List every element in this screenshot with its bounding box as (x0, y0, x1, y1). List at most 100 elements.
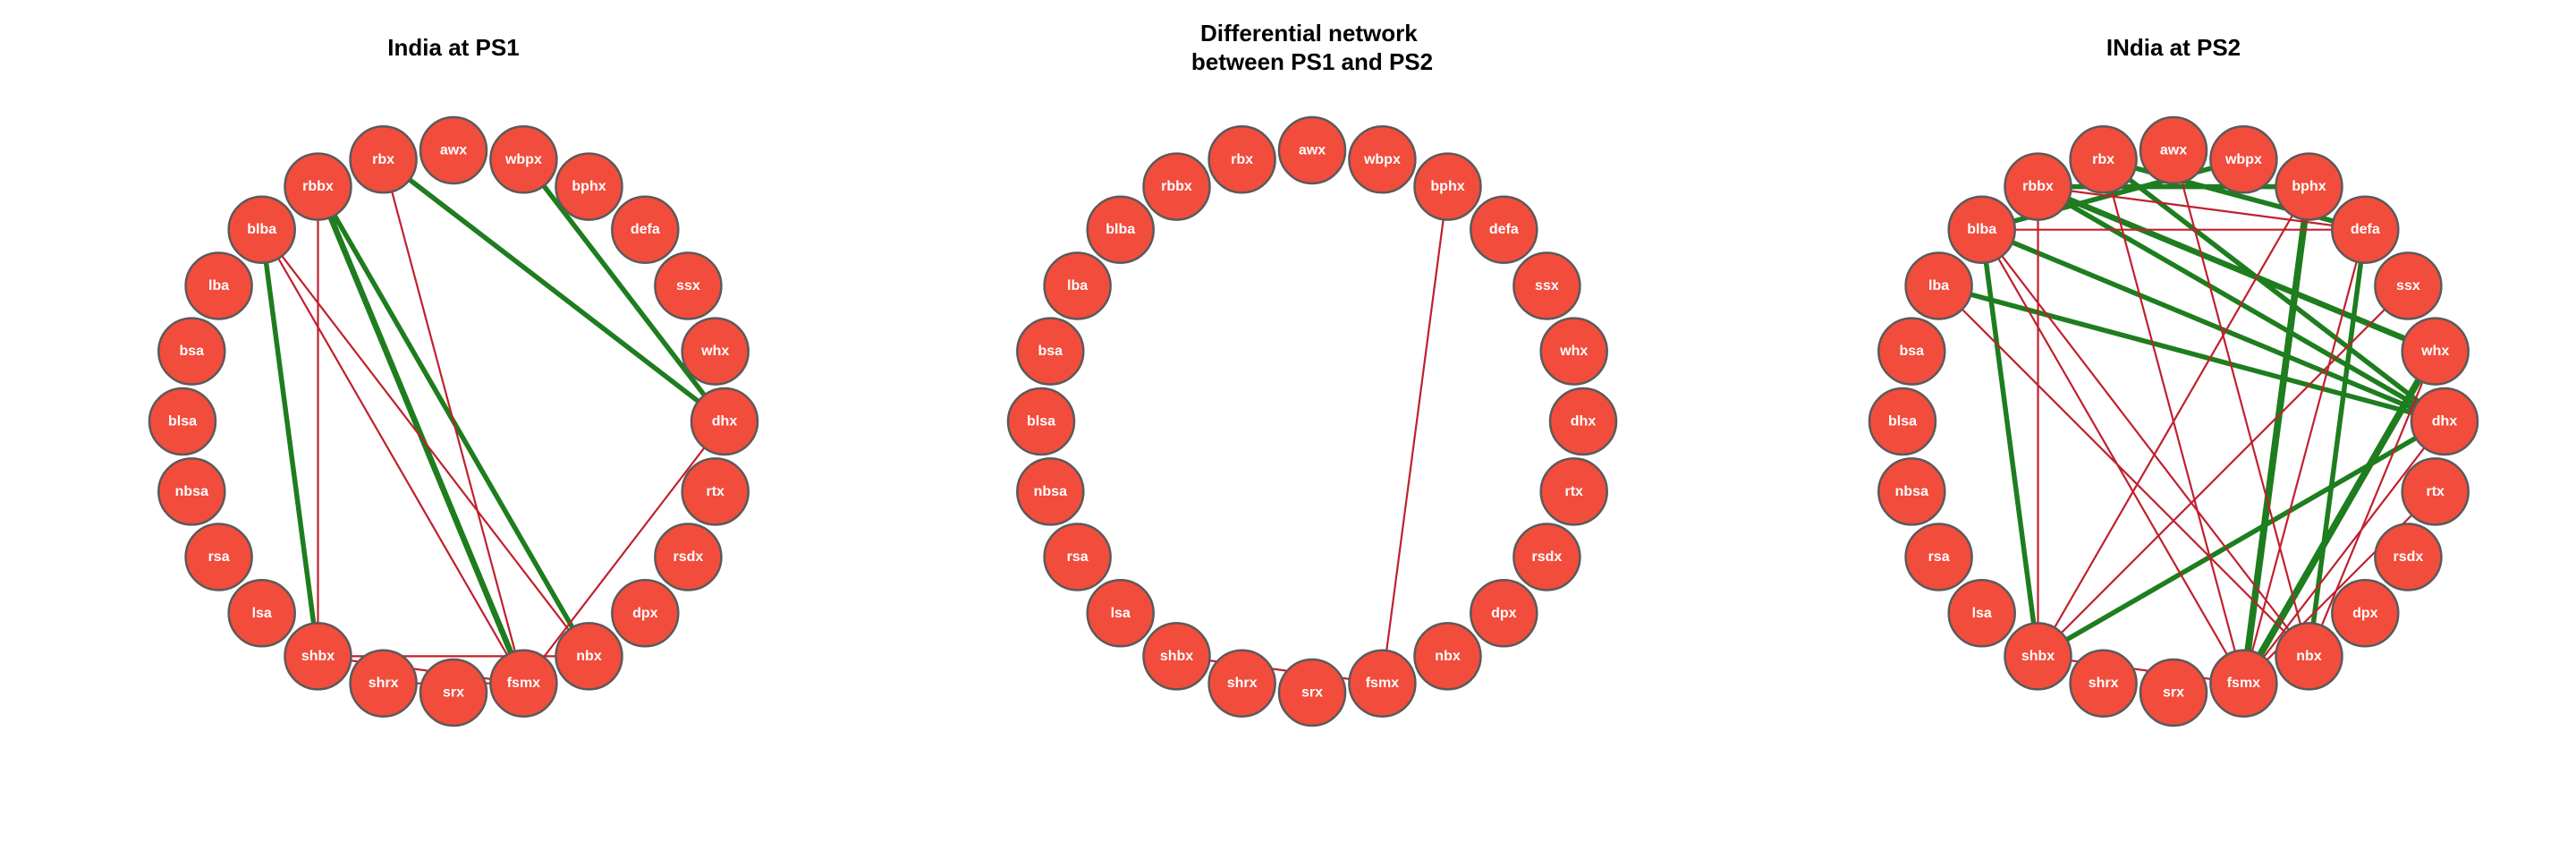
node-circle (2139, 658, 2208, 727)
node-shrx: shrx (1208, 649, 1276, 718)
node-circle (1947, 579, 2016, 648)
node-circle (1904, 523, 1973, 591)
node-label: bphx (572, 179, 606, 194)
node-srx: srx (419, 658, 488, 727)
node-fsmx: fsmx (1348, 649, 1417, 718)
node-awx: awx (419, 115, 488, 185)
node-lsa: lsa (227, 579, 296, 648)
node-rbx: rbx (349, 125, 418, 194)
node-rbbx: rbbx (284, 152, 352, 221)
node-srx: srx (2139, 658, 2208, 727)
node-circle (1208, 649, 1276, 718)
node-bphx: bphx (1413, 152, 1482, 221)
node-circle (284, 152, 352, 221)
node-circle (611, 579, 680, 648)
node-circle (1086, 195, 1155, 264)
edge-blba-nbx (260, 228, 590, 658)
node-nbsa: nbsa (1877, 457, 1946, 526)
node-label: lba (208, 278, 229, 293)
node-circle (2004, 622, 2072, 691)
node-circle (681, 457, 750, 526)
node-ssx: ssx (654, 251, 723, 320)
node-label: rsdx (674, 549, 704, 565)
node-rsa: rsa (1043, 523, 1112, 591)
node-bphx: bphx (2275, 152, 2343, 221)
node-label: shbx (1160, 649, 1193, 664)
node-circle (2410, 387, 2479, 456)
node-shrx: shrx (2069, 649, 2138, 718)
node-label: bsa (1900, 344, 1925, 359)
node-wbpx: wbpx (1348, 125, 1417, 194)
node-circle (1348, 649, 1417, 718)
node-label: srx (443, 685, 464, 701)
edge-lba-nbx (1937, 285, 2310, 658)
node-label: blsa (1027, 414, 1055, 430)
node-label: bphx (2292, 179, 2326, 194)
node-circle (1877, 457, 1946, 526)
node-circle (2004, 152, 2072, 221)
node-circle (2069, 649, 2138, 718)
node-nbx: nbx (555, 622, 623, 691)
node-circle (1006, 387, 1076, 456)
node-bphx: bphx (555, 152, 623, 221)
node-label: rbx (1231, 152, 1253, 167)
edge-lba-dhx (1936, 283, 2447, 424)
node-circle (654, 523, 723, 591)
edge-bphx-shbx (2037, 185, 2310, 658)
node-label: lsa (1972, 606, 1992, 621)
node-label: defa (1489, 222, 1519, 237)
node-srx: srx (1277, 658, 1347, 727)
node-whx: whx (2401, 317, 2470, 386)
edge-blba-fsmx (260, 228, 525, 685)
node-rtx: rtx (681, 457, 750, 526)
node-label: rbbx (1161, 179, 1192, 194)
node-label: rtx (706, 484, 724, 499)
node-circle (419, 658, 488, 727)
edge-blba-dhx (1979, 226, 2447, 424)
node-circle (1142, 152, 1211, 221)
node-label: dpx (632, 606, 658, 621)
node-circle (690, 387, 759, 456)
edge-whx-fsmx (2240, 347, 2439, 687)
node-label: awx (440, 143, 467, 158)
node-circle (1086, 579, 1155, 648)
node-bsa: bsa (1016, 317, 1085, 386)
edge-rbx-dhx (380, 157, 727, 424)
node-label: rbbx (2022, 179, 2054, 194)
node-circle (1513, 523, 1581, 591)
edge-shbx-fsmx (317, 655, 525, 685)
node-circle (1277, 658, 1347, 727)
edge-blba-fsmx (1980, 228, 2245, 685)
node-whx: whx (681, 317, 750, 386)
node-label: whx (700, 344, 729, 359)
node-circle (1043, 523, 1112, 591)
node-circle (2275, 152, 2343, 221)
node-ssx: ssx (2374, 251, 2443, 320)
node-circle (1513, 251, 1581, 320)
panel-differential-network: Differential network between PS1 and PS2… (1006, 20, 1618, 727)
node-label: blba (1967, 222, 1996, 237)
node-label: rbx (2092, 152, 2114, 167)
panel-title: INdia at PS2 (2106, 34, 2241, 61)
node-circle (227, 579, 296, 648)
node-circle (1877, 317, 1946, 386)
node-label: nbsa (1034, 484, 1067, 499)
node-label: shbx (301, 649, 335, 664)
node-circle (489, 125, 558, 194)
node-wbpx: wbpx (489, 125, 558, 194)
node-blsa: blsa (1006, 387, 1076, 456)
node-dhx: dhx (2410, 387, 2479, 456)
node-circle (284, 622, 352, 691)
panel-title-line-1: Differential network (1200, 20, 1418, 47)
node-blsa: blsa (148, 387, 217, 456)
node-circle (2275, 622, 2343, 691)
node-label: dhx (2432, 414, 2458, 430)
node-label: rsa (1067, 549, 1089, 565)
node-circle (1016, 457, 1085, 526)
edge-whx-nbx (2308, 350, 2436, 658)
node-layer: awxwbpxbphxdefassxwhxdhxrtxrsdxdpxnbxfsm… (1868, 115, 2479, 727)
node-label: nbsa (175, 484, 208, 499)
node-rbbx: rbbx (1142, 152, 1211, 221)
panel-title: Differential network between PS1 and PS2 (1191, 20, 1433, 75)
node-rsa: rsa (1904, 523, 1973, 591)
